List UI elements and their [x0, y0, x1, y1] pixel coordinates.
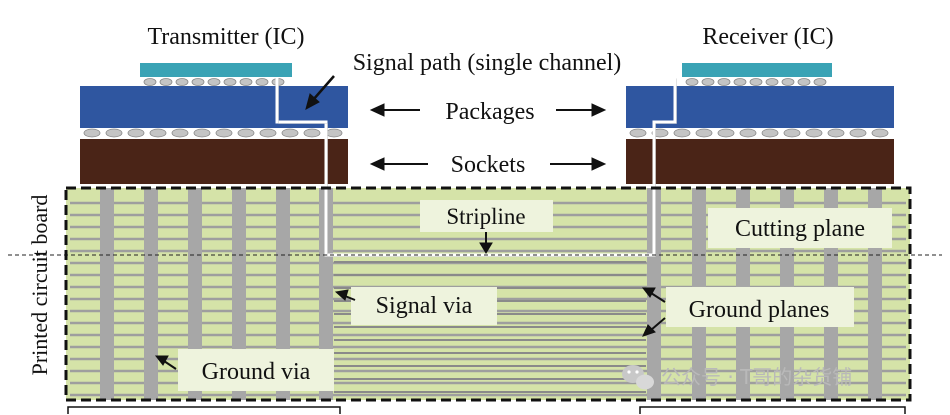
signal-via-arrowhead: [334, 289, 349, 301]
solder-ball: [827, 128, 845, 138]
cutting-plane-label-box: [708, 208, 892, 248]
signal-path-label: Signal path (single channel): [353, 50, 622, 76]
ground-planes-arrow-up: [650, 292, 666, 303]
solder-ball: [717, 128, 735, 138]
transmitter-socket: [80, 139, 348, 184]
ground-via-arrowhead: [154, 355, 169, 366]
ground-via-bar: [232, 188, 246, 400]
cutting-plane-label: Cutting plane: [735, 216, 865, 242]
transmitter-label: Transmitter (IC): [147, 24, 304, 50]
receiver-die: [682, 63, 832, 77]
stripline-label: Stripline: [446, 204, 525, 229]
solder-ball: [749, 78, 763, 86]
receiver-stack: [626, 63, 894, 184]
solder-ball: [717, 78, 731, 86]
signal-via-label: Signal via: [376, 293, 473, 319]
signal-path-trace: [275, 77, 677, 257]
signal-path-arrowhead: [305, 93, 320, 110]
solder-ball: [143, 78, 157, 86]
receiver-package-balls: [629, 128, 889, 138]
bracket-left: [67, 406, 341, 414]
wechat-icon: [622, 365, 654, 390]
sockets-arrowhead-left: [369, 157, 385, 171]
sockets-arrowhead-right: [591, 157, 607, 171]
pcb-vertical-label: Printed circuit board: [27, 195, 52, 376]
solder-ball: [207, 78, 221, 86]
solder-ball: [813, 78, 827, 86]
packages-label: Packages: [445, 99, 534, 125]
solder-ball: [223, 78, 237, 86]
solder-ball: [797, 78, 811, 86]
solder-ball: [765, 78, 779, 86]
ground-planes-arrowhead-up: [641, 287, 656, 298]
solder-ball: [325, 128, 343, 138]
ground-planes-label: Ground planes: [689, 297, 830, 323]
stripline-arrowhead: [479, 242, 493, 254]
ground-planes-label-box: [666, 287, 854, 327]
solder-ball: [701, 78, 715, 86]
ground-via-bar: [276, 188, 290, 400]
solder-ball: [303, 128, 321, 138]
signal-path-trace-edge: [278, 78, 677, 257]
solder-ball: [83, 128, 101, 138]
pcb-outline: [64, 186, 912, 402]
ground-via-label-box: [178, 349, 334, 391]
signal-via-left: [319, 188, 333, 400]
ground-via-bar: [188, 188, 202, 400]
solder-ball: [781, 78, 795, 86]
arrows: [154, 75, 666, 370]
solder-ball: [259, 128, 277, 138]
solder-ball: [215, 128, 233, 138]
ground-planes-arrow-down: [650, 317, 666, 331]
solder-ball: [651, 128, 669, 138]
receiver-socket: [626, 139, 894, 184]
solder-ball: [149, 128, 167, 138]
receiver-label: Receiver (IC): [702, 24, 833, 50]
solder-ball: [193, 128, 211, 138]
solder-ball: [281, 128, 299, 138]
ground-via-bar: [144, 188, 158, 400]
solder-ball: [871, 128, 889, 138]
solder-ball: [255, 78, 269, 86]
receiver-die-bumps: [685, 78, 827, 86]
stripline-label-box: [420, 200, 553, 232]
signal-path-arrow: [312, 75, 335, 101]
solder-ball: [849, 128, 867, 138]
transmitter-die: [140, 63, 292, 77]
solder-ball: [673, 128, 691, 138]
solder-ball: [159, 78, 173, 86]
solder-ball: [733, 78, 747, 86]
ground-planes-arrowhead-down: [642, 324, 656, 337]
solder-ball: [783, 128, 801, 138]
packages-arrowhead-right: [591, 103, 607, 117]
solder-ball: [105, 128, 123, 138]
bracket-right: [639, 406, 906, 414]
signal-via-label-box: [351, 287, 497, 325]
watermark: 公众号 · T哥的杂货铺: [622, 365, 852, 390]
solder-ball: [685, 78, 699, 86]
ground-via-label: Ground via: [202, 359, 311, 385]
packages-arrowhead-left: [369, 103, 385, 117]
solder-ball: [175, 78, 189, 86]
solder-ball: [805, 128, 823, 138]
transmitter-die-bumps: [143, 78, 285, 86]
solder-ball: [629, 128, 647, 138]
transmitter-package-balls: [83, 128, 343, 138]
solder-ball: [127, 128, 145, 138]
ground-via-bar: [100, 188, 114, 400]
solder-ball: [761, 128, 779, 138]
signal-via-arrow: [344, 295, 356, 301]
ground-via-arrow: [163, 360, 177, 370]
watermark-text: 公众号 · T哥的杂货铺: [661, 365, 852, 389]
solder-ball: [239, 78, 253, 86]
solder-ball: [171, 128, 189, 138]
solder-ball: [237, 128, 255, 138]
solder-ball: [695, 128, 713, 138]
solder-ball: [739, 128, 757, 138]
sockets-label: Sockets: [451, 152, 526, 178]
solder-ball: [191, 78, 205, 86]
